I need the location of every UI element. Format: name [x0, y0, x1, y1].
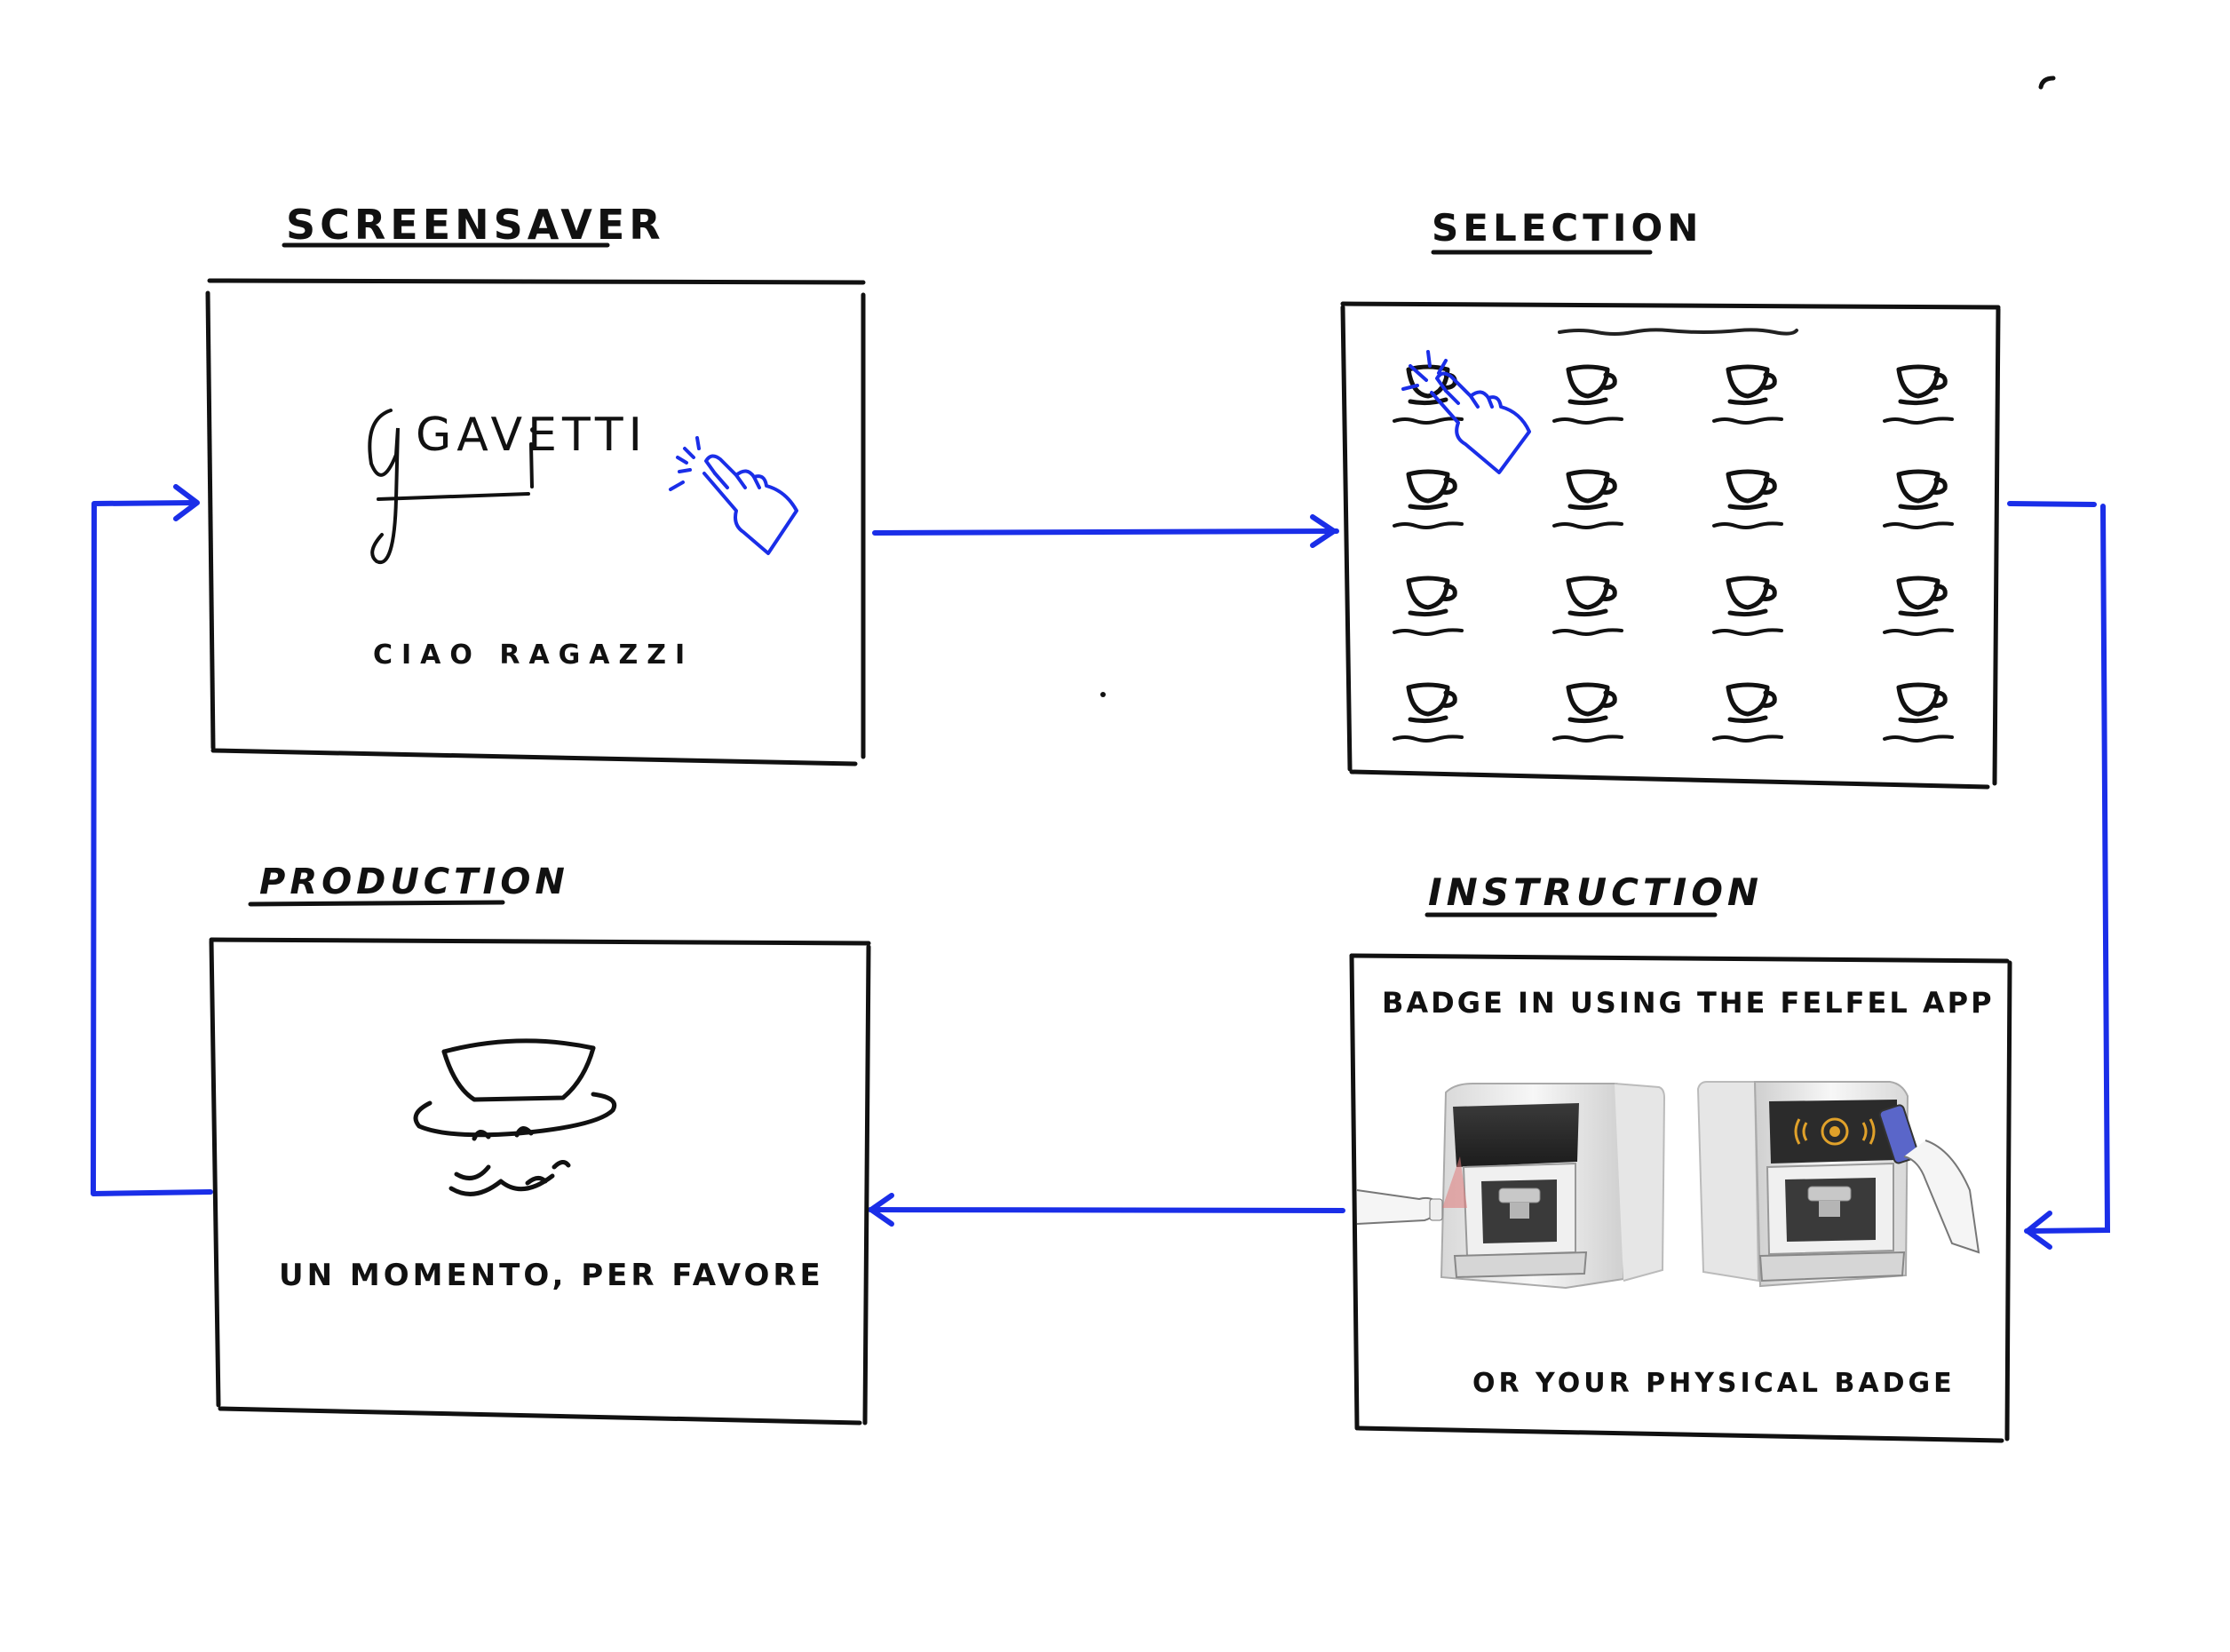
screensaver-heading-underline — [282, 242, 610, 248]
coffee-cup-item[interactable] — [1874, 572, 1963, 643]
coffee-cup-icon — [1393, 682, 1464, 743]
selection-screen — [1339, 298, 2001, 790]
coffee-cup-item[interactable] — [1874, 465, 1963, 536]
coffee-cup-item[interactable] — [1703, 361, 1792, 432]
gavetti-logo-text: gavetti — [416, 409, 647, 462]
coffee-cup-item[interactable] — [1544, 361, 1632, 432]
coffee-cup-item[interactable] — [1384, 465, 1472, 536]
coffee-cup-item[interactable] — [1874, 679, 1963, 750]
arrow-production-to-screensaver — [91, 500, 213, 1196]
production-message: UN MOMENTO, PER FAVORE — [279, 1258, 824, 1293]
arrow-selection-to-instruction — [2007, 501, 2111, 1234]
coffee-machine-badge-scan-image — [1356, 1083, 1666, 1290]
instruction-screen: BADGE IN USING THE FELFEL APP — [1348, 950, 2014, 1448]
screensaver-screen: gavetti CIAO RAGAZZI — [204, 277, 866, 766]
instruction-line2: OR YOUR PHYSICAL BADGE — [1472, 1368, 1956, 1399]
instruction-line1: BADGE IN USING THE FELFEL APP — [1382, 986, 1995, 1020]
tap-hand-icon — [669, 436, 798, 555]
coffee-cup-icon — [1552, 682, 1623, 743]
selection-heading-underline — [1431, 250, 1653, 255]
coffee-cup-item[interactable] — [1384, 679, 1472, 750]
screensaver-greeting: CIAO RAGAZZI — [373, 639, 694, 671]
production-heading: PRODUCTION — [259, 862, 569, 902]
coffee-cup-icon — [1393, 576, 1464, 636]
coffee-cup-icon — [1883, 682, 1954, 743]
coffee-cup-item[interactable] — [1703, 465, 1792, 536]
coffee-cup-item[interactable] — [1874, 361, 1963, 432]
production-screen: UN MOMENTO, PER FAVORE — [208, 936, 874, 1434]
coffee-cup-item[interactable] — [1703, 572, 1792, 643]
coffee-cup-icon — [1712, 469, 1783, 529]
coffee-cup-icon — [1552, 364, 1623, 425]
coffee-cup-icon — [1883, 576, 1954, 636]
selection-heading: SELECTION — [1432, 206, 1703, 250]
instruction-heading: INSTRUCTION — [1428, 870, 1764, 914]
select-hand-icon — [1401, 350, 1531, 474]
coffee-cup-icon — [1883, 364, 1954, 425]
coffee-cup-item[interactable] — [1703, 679, 1792, 750]
coffee-cup-item[interactable] — [1544, 465, 1632, 536]
coffee-cup-item[interactable] — [1544, 572, 1632, 643]
production-heading-underline — [248, 900, 505, 907]
coffee-cup-item[interactable] — [1544, 679, 1632, 750]
coffee-cup-item[interactable] — [1384, 572, 1472, 643]
cup-hat-face-icon — [413, 1038, 617, 1196]
coffee-cup-icon — [1552, 469, 1623, 529]
coffee-cup-icon — [1393, 469, 1464, 529]
coffee-cup-icon — [1883, 469, 1954, 529]
coffee-cup-icon — [1552, 576, 1623, 636]
cup-grid — [1339, 298, 2001, 787]
coffee-machine-phone-nfc-image — [1696, 1081, 1980, 1288]
screensaver-heading: SCREENSAVER — [286, 201, 665, 249]
gavetti-logo — [368, 409, 536, 565]
coffee-cup-icon — [1712, 682, 1783, 743]
arrow-instruction-to-production — [868, 1207, 1345, 1213]
arrow-screensaver-to-selection — [872, 528, 1339, 536]
instruction-heading-underline — [1425, 912, 1718, 917]
coffee-cup-icon — [1712, 576, 1783, 636]
coffee-cup-icon — [1712, 364, 1783, 425]
